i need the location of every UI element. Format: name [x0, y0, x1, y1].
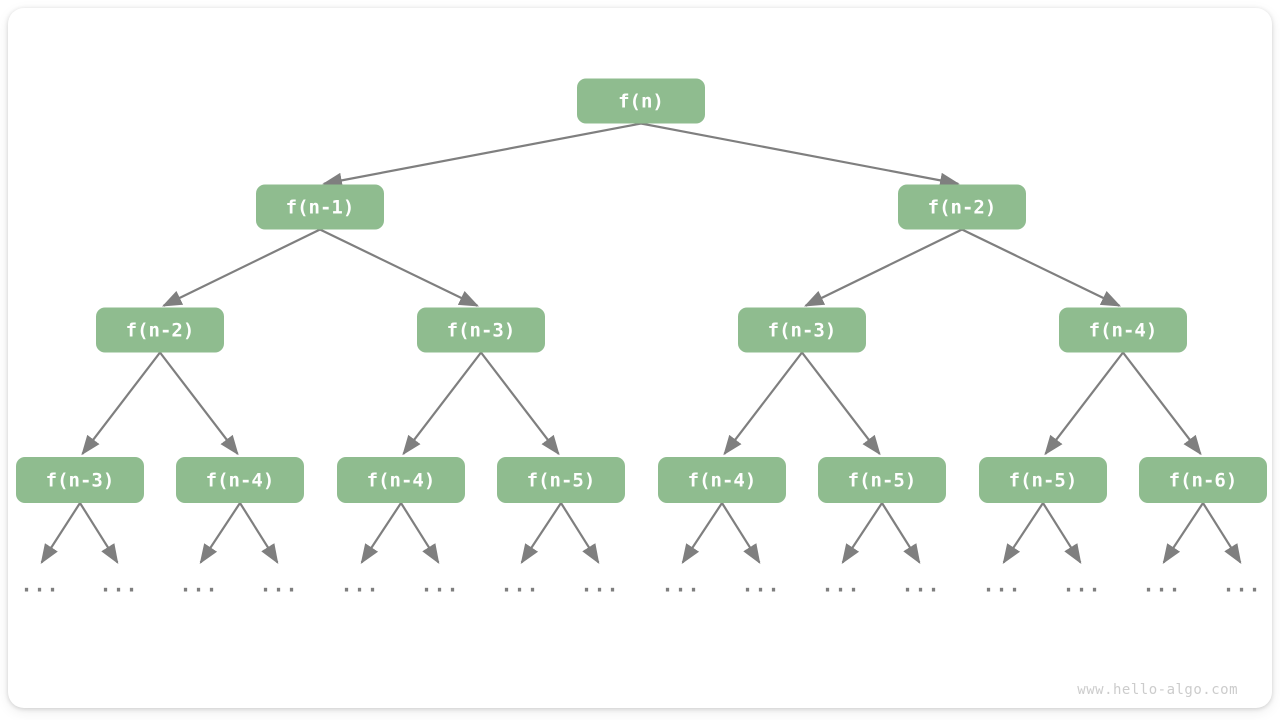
leaf-stub-edge: [79, 502, 119, 564]
tree-edge: [801, 351, 881, 456]
node-box: [818, 457, 946, 503]
node-box: [417, 307, 545, 353]
node-label: f(n-5): [848, 470, 917, 492]
ellipsis-marker: ...: [20, 573, 59, 597]
leaf-stub-edge: [520, 502, 562, 564]
tree-edge: [961, 228, 1121, 307]
node-box: [979, 457, 1107, 503]
tree-edge: [81, 351, 161, 456]
node-label: f(n): [618, 91, 664, 113]
node-label: f(n-2): [126, 320, 195, 342]
tree-node[interactable]: f(n-5): [979, 457, 1107, 503]
leaf-stub-edge: [239, 502, 279, 564]
node-label: f(n-4): [206, 470, 275, 492]
tree-node[interactable]: f(n): [577, 78, 705, 124]
leaf-stub-edge: [1042, 502, 1082, 564]
ellipsis-marker: ...: [580, 573, 619, 597]
ellipsis-layer: ........................................…: [20, 573, 1261, 597]
leaf-stub-edge: [360, 502, 402, 564]
node-box: [658, 457, 786, 503]
node-label: f(n-3): [447, 320, 516, 342]
node-box: [16, 457, 144, 503]
ellipsis-marker: ...: [179, 573, 218, 597]
ellipsis-marker: ...: [1142, 573, 1181, 597]
leaf-stub-edge: [40, 502, 81, 564]
tree-edge: [640, 122, 960, 188]
node-label: f(n-5): [1009, 470, 1078, 492]
node-box: [1059, 307, 1187, 353]
tree-node[interactable]: f(n-4): [337, 457, 465, 503]
node-label: f(n-6): [1169, 470, 1238, 492]
tree-node[interactable]: f(n-5): [497, 457, 625, 503]
tree-edge: [322, 122, 642, 188]
tree-edge: [1044, 351, 1124, 456]
node-box: [577, 78, 705, 124]
node-label: f(n-3): [46, 470, 115, 492]
node-box: [256, 184, 384, 230]
edges-layer: [81, 122, 1202, 456]
node-label: f(n-1): [286, 197, 355, 219]
node-label: f(n-2): [928, 197, 997, 219]
node-box: [898, 184, 1026, 230]
leaf-stub-edge: [881, 502, 921, 564]
node-box: [497, 457, 625, 503]
node-box: [176, 457, 304, 503]
leaf-stub-edge: [1202, 502, 1242, 564]
tree-node[interactable]: f(n-2): [96, 307, 224, 353]
leaf-stub-edge: [1162, 502, 1204, 564]
node-label: f(n-4): [688, 470, 757, 492]
ellipsis-marker: ...: [99, 573, 138, 597]
tree-edge: [804, 228, 963, 307]
ellipsis-marker: ...: [420, 573, 459, 597]
ellipsis-marker: ...: [1062, 573, 1101, 597]
ellipsis-marker: ...: [1222, 573, 1261, 597]
tree-node[interactable]: f(n-2): [898, 184, 1026, 230]
tree-edge: [319, 228, 479, 307]
ellipsis-marker: ...: [741, 573, 780, 597]
ellipsis-marker: ...: [661, 573, 700, 597]
tree-node[interactable]: f(n-4): [176, 457, 304, 503]
leaf-stub-edge: [400, 502, 440, 564]
tree-node[interactable]: f(n-5): [818, 457, 946, 503]
node-box: [1139, 457, 1267, 503]
tree-node[interactable]: f(n-3): [417, 307, 545, 353]
node-label: f(n-4): [1089, 320, 1158, 342]
nodes-layer: f(n) f(n-1) f(n-2) f(n-2) f(n-3) f(n-3) f(n-4)…: [16, 78, 1267, 503]
ellipsis-marker: ...: [500, 573, 539, 597]
tree-node[interactable]: f(n-3): [16, 457, 144, 503]
node-box: [96, 307, 224, 353]
tree-edge: [162, 228, 321, 307]
tree-node[interactable]: f(n-4): [658, 457, 786, 503]
node-label: f(n-3): [768, 320, 837, 342]
node-label: f(n-5): [527, 470, 596, 492]
leaf-stub-edge: [841, 502, 883, 564]
node-label: f(n-4): [367, 470, 436, 492]
node-box: [738, 307, 866, 353]
ellipsis-marker: ...: [259, 573, 298, 597]
tree-node[interactable]: f(n-3): [738, 307, 866, 353]
tree-edge: [480, 351, 560, 456]
ellipsis-marker: ...: [821, 573, 860, 597]
leaf-stub-edge: [1002, 502, 1044, 564]
tree-node[interactable]: f(n-4): [1059, 307, 1187, 353]
tree-edge: [159, 351, 239, 456]
leaf-stub-edge: [560, 502, 600, 564]
ellipsis-marker: ...: [901, 573, 940, 597]
ellipsis-marker: ...: [982, 573, 1021, 597]
node-box: [337, 457, 465, 503]
tree-edge: [402, 351, 482, 456]
tree-node[interactable]: f(n-6): [1139, 457, 1267, 503]
leaf-stub-edges-layer: [40, 502, 1242, 564]
tree-edge: [723, 351, 803, 456]
tree-edge: [1122, 351, 1202, 456]
ellipsis-marker: ...: [340, 573, 379, 597]
tree-node[interactable]: f(n-1): [256, 184, 384, 230]
leaf-stub-edge: [721, 502, 761, 564]
leaf-stub-edge: [199, 502, 241, 564]
leaf-stub-edge: [681, 502, 723, 564]
watermark: www.hello-algo.com: [1077, 682, 1238, 698]
